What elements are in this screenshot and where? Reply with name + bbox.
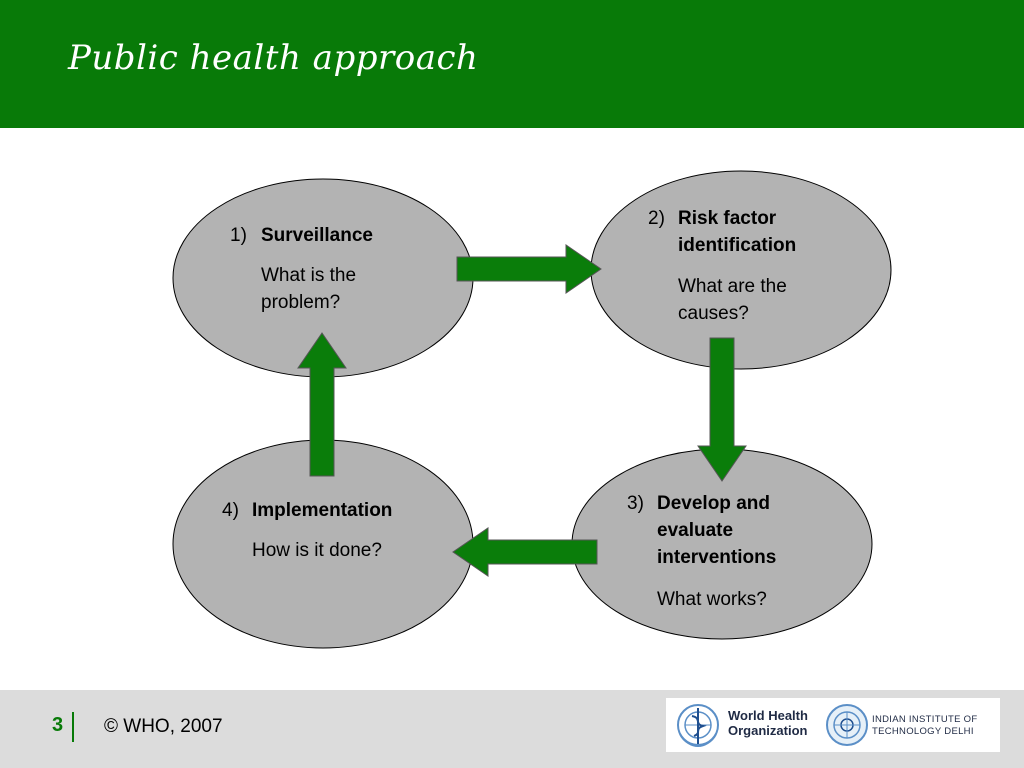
who-logo-line: World Health: [728, 708, 808, 723]
node-label: Implementation: [252, 500, 393, 521]
slide-title: Public health approach: [68, 38, 479, 78]
node-description: What works?: [657, 589, 767, 610]
node-implementation: 4) Implementation How is it done?: [222, 497, 442, 577]
node-description: How is it done?: [252, 540, 382, 561]
node-surveillance: 1) Surveillance What is the problem?: [230, 222, 430, 322]
node-label: Develop and: [657, 493, 770, 514]
node-description: What are the: [678, 276, 787, 297]
node-number: 3): [627, 493, 644, 514]
arrow-right: [456, 244, 602, 294]
cycle-diagram: [172, 170, 892, 649]
node-description: causes?: [678, 303, 749, 324]
node-description: problem?: [261, 292, 341, 313]
arrow-up: [297, 332, 347, 477]
arrow-left: [452, 527, 598, 577]
node-label: interventions: [657, 547, 777, 568]
node-label: evaluate: [657, 520, 734, 541]
node-number: 1): [230, 225, 247, 246]
node-number: 2): [648, 208, 665, 229]
iit-logo-line: INDIAN INSTITUTE OF: [872, 714, 978, 725]
node-label: Surveillance: [261, 225, 373, 246]
who-logo-text: World Health Organization: [728, 708, 808, 738]
header-bar: Public health approach: [0, 0, 1024, 128]
who-emblem-icon: [677, 704, 719, 748]
node-risk-factor: 2) Risk factor identification What are t…: [648, 205, 848, 335]
node-label: Risk factor: [678, 208, 777, 229]
partner-logos: World Health Organization INDIAN INSTITU…: [666, 698, 1000, 752]
iit-emblem-icon: [826, 704, 868, 746]
iit-logo-line: TECHNOLOGY DELHI: [872, 726, 974, 737]
node-label: identification: [678, 235, 797, 256]
node-description: What is the: [261, 265, 357, 286]
arrow-down: [697, 337, 747, 482]
node-number: 4): [222, 500, 239, 521]
page-number-divider: [72, 712, 74, 742]
node-interventions: 3) Develop and evaluate interventions Wh…: [627, 490, 827, 620]
who-logo-line: Organization: [728, 723, 808, 738]
iit-logo-text: INDIAN INSTITUTE OF TECHNOLOGY DELHI: [872, 714, 977, 738]
page-number: 3: [52, 714, 64, 736]
copyright-text: © WHO, 2007: [104, 716, 223, 737]
